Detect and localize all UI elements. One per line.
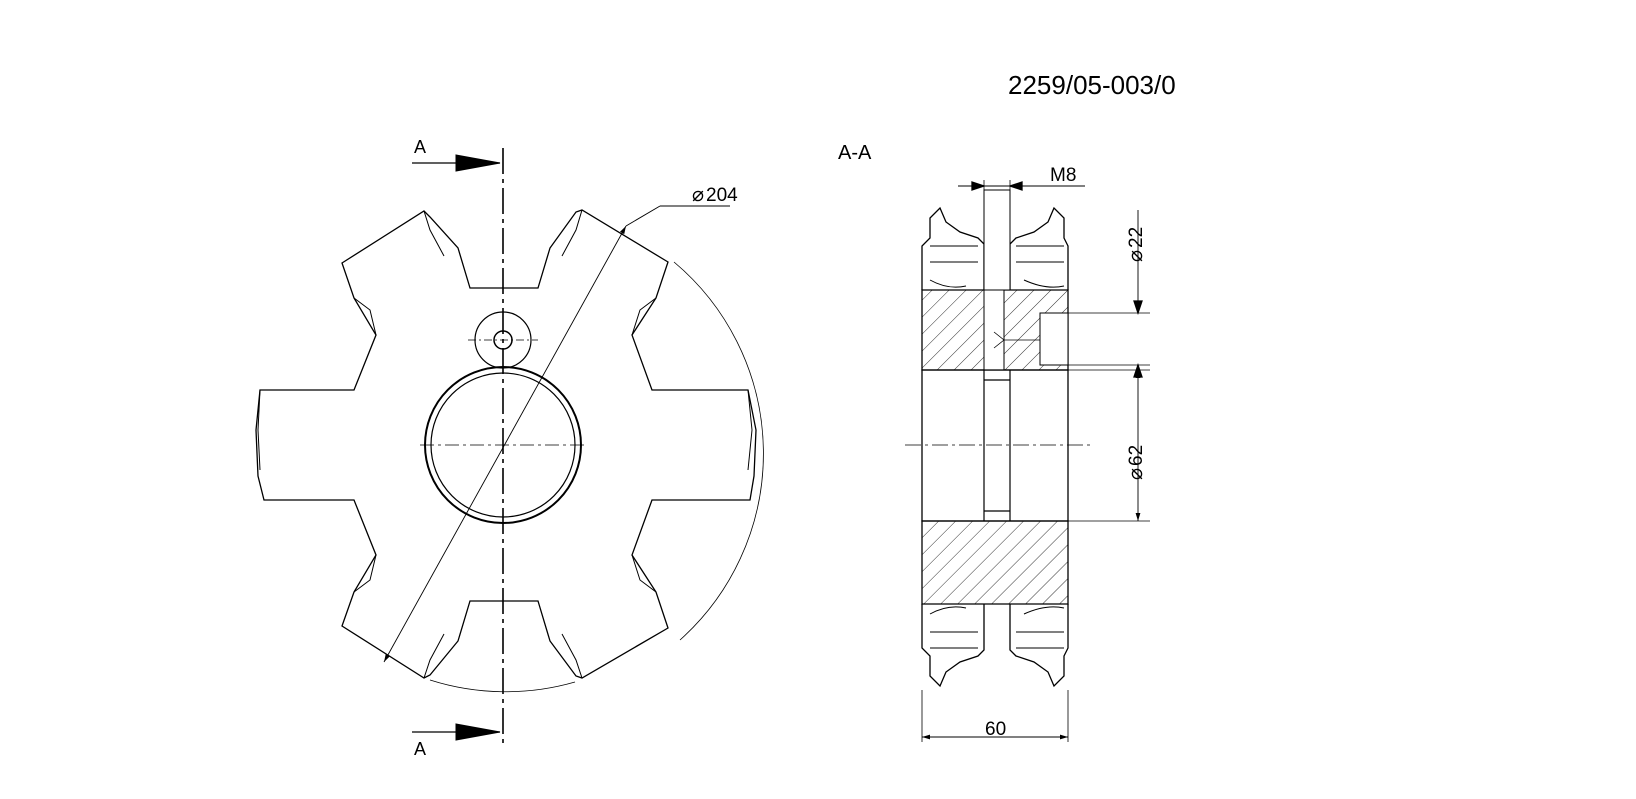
outer-diameter-dimension: ⌀204	[692, 185, 738, 205]
star-body-outline	[256, 210, 756, 678]
front-view	[256, 148, 763, 745]
section-mark-top: A	[414, 137, 427, 157]
bore-section	[922, 370, 1068, 521]
thread-dimension: M8	[1050, 165, 1077, 186]
hatch-lower	[922, 521, 1068, 604]
lower-teeth	[922, 604, 1068, 686]
section-mark-bottom: A	[414, 739, 427, 759]
pin-diameter-dimension: ⌀22	[1125, 226, 1147, 262]
d204-leader	[384, 226, 626, 662]
outer-diameter-value: 204	[706, 185, 738, 206]
drawing-number: 2259/05-003/0	[1008, 70, 1176, 100]
section-arrows	[412, 155, 500, 740]
diameter-symbol-icon: ⌀	[1125, 467, 1147, 480]
width-dimension: 60	[985, 719, 1007, 740]
pin-diameter-value: 22	[1126, 226, 1147, 248]
bore-diameter-value: 62	[1126, 444, 1147, 466]
section-view-title: A-A	[838, 142, 872, 164]
bore-diameter-dimension: ⌀62	[1125, 444, 1147, 480]
diameter-symbol-icon: ⌀	[692, 184, 705, 206]
diameter-symbol-icon: ⌀	[1125, 249, 1147, 262]
upper-teeth	[922, 208, 1068, 290]
outer-diameter-arc	[674, 262, 763, 640]
section-view	[905, 180, 1150, 742]
